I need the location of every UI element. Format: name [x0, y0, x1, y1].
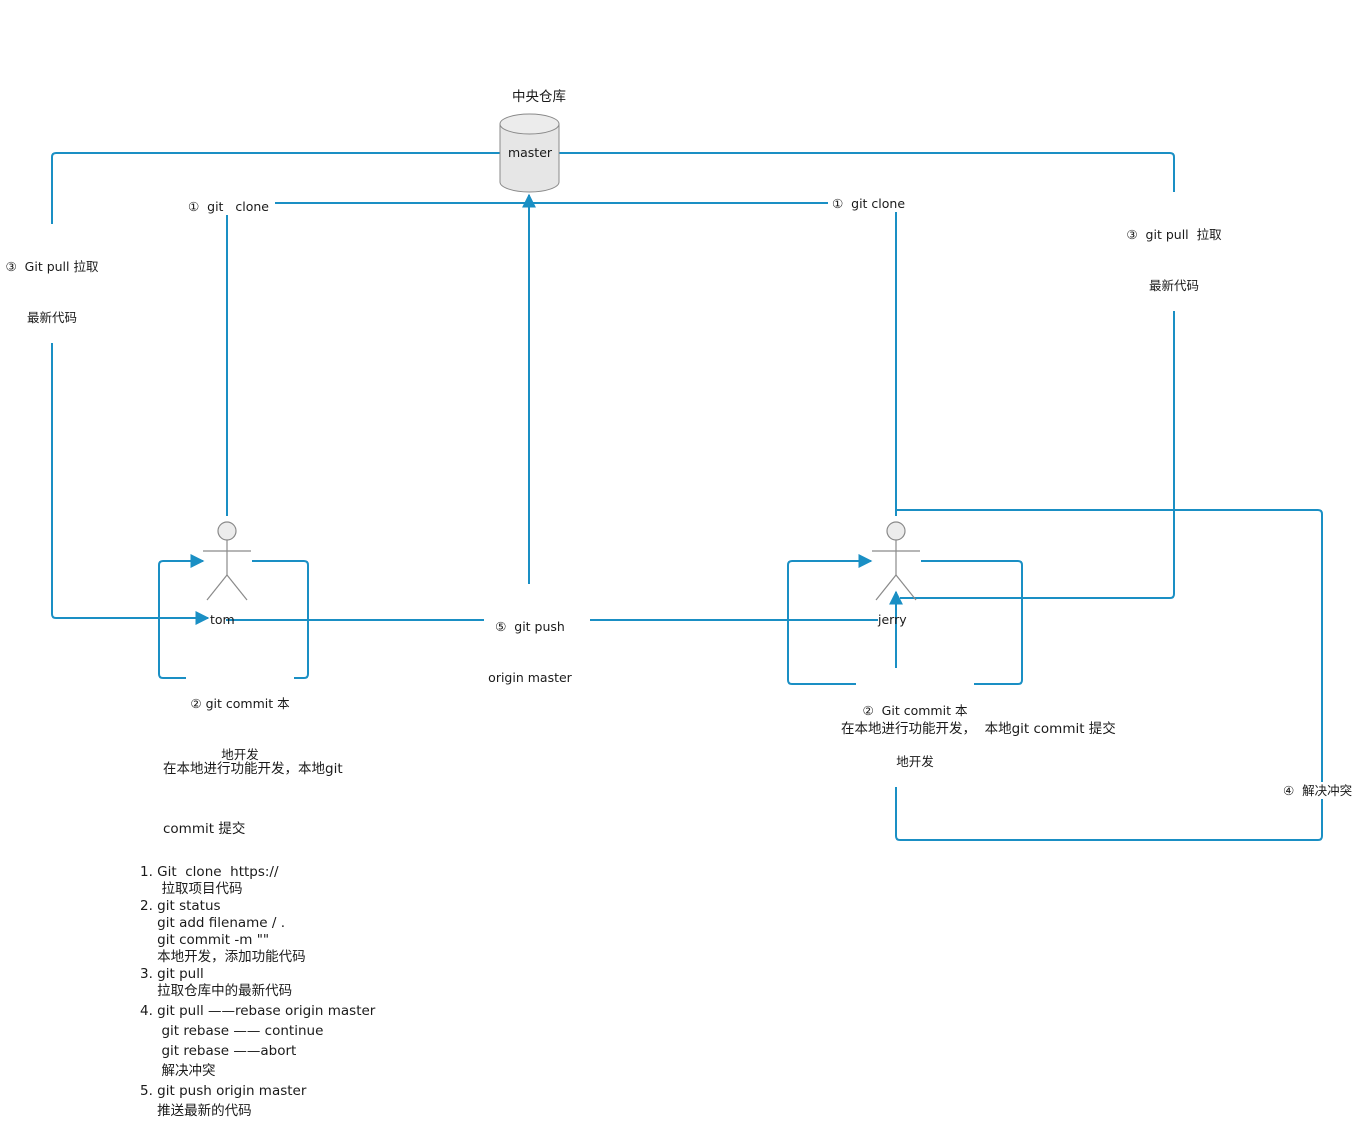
desc-left-line2: commit 提交: [163, 821, 246, 837]
label-left-pull: ③ Git pull 拉取 最新代码: [4, 224, 100, 343]
note-line: git rebase —— continue: [140, 1023, 324, 1039]
label-left-commit: ② git commit 本 地开发: [186, 661, 294, 780]
edge-left-clone: [226, 202, 529, 516]
label-right-pull: ③ git pull 拉取 最新代码: [1124, 192, 1224, 311]
actor-jerry-label: jerry: [878, 612, 907, 627]
edge-left-pull: [51, 152, 500, 625]
tom-actor-icon: [203, 521, 251, 601]
repo-title: 中央仓库: [512, 89, 566, 105]
label-resolve: ④ 解决冲突: [1281, 782, 1355, 799]
actor-tom-label: tom: [210, 612, 235, 627]
label-right-commit: ② Git commit 本 地开发: [856, 668, 974, 787]
note-line: 3. git pull: [140, 966, 204, 982]
label-right-pull-line1: ③ git pull 拉取: [1126, 227, 1222, 242]
desc-right: 在本地进行功能开发， 本地git commit 提交: [841, 721, 1116, 737]
repo-db-label: master: [507, 145, 553, 160]
note-line: git add filename / .: [140, 915, 286, 931]
label-push: ⑤ git push origin master: [484, 584, 576, 703]
edge-right-pull: [559, 152, 1175, 599]
note-line: 1. Git clone https://: [140, 864, 279, 880]
label-left-commit-line2: 地开发: [221, 747, 259, 762]
edge-right-clone: [529, 202, 897, 516]
note-line: 5. git push origin master: [140, 1083, 307, 1099]
note-line: 推送最新的代码: [140, 1103, 252, 1119]
label-right-pull-line2: 最新代码: [1148, 278, 1199, 293]
label-right-clone: ① git clone: [828, 195, 910, 212]
edge-resolve: [889, 509, 1323, 841]
label-right-commit-line2: 地开发: [896, 754, 934, 769]
desc-left-line1: 在本地进行功能开发，本地git: [163, 761, 343, 777]
note-line: 本地开发，添加功能代码: [140, 949, 306, 965]
note-line: 拉取项目代码: [140, 881, 243, 897]
label-left-pull-line2: 最新代码: [26, 310, 77, 325]
label-left-commit-line1: ② git commit 本: [190, 696, 290, 711]
note-line: 拉取仓库中的最新代码: [140, 983, 293, 999]
label-left-clone: ① git clone: [184, 198, 275, 215]
label-right-commit-line1: ② Git commit 本: [862, 703, 968, 718]
edge-push: [226, 193, 536, 621]
jerry-actor-icon: [872, 521, 920, 601]
note-line: git commit -m "": [140, 932, 270, 948]
repo-cylinder: [499, 113, 560, 193]
command-notes: 1. Git clone https:// 拉取项目代码 2. git stat…: [140, 864, 375, 1120]
label-push-line1: ⑤ git push: [495, 619, 565, 634]
note-line: 4. git pull ——rebase origin master: [140, 1003, 376, 1019]
label-push-line2: origin master: [488, 670, 572, 685]
note-line: 解决冲突: [140, 1063, 216, 1079]
label-left-pull-line1: ③ Git pull 拉取: [5, 259, 99, 274]
note-line: git rebase ——abort: [140, 1043, 297, 1059]
note-line: 2. git status: [140, 898, 221, 914]
desc-left: 在本地进行功能开发，本地git commit 提交: [163, 719, 343, 859]
